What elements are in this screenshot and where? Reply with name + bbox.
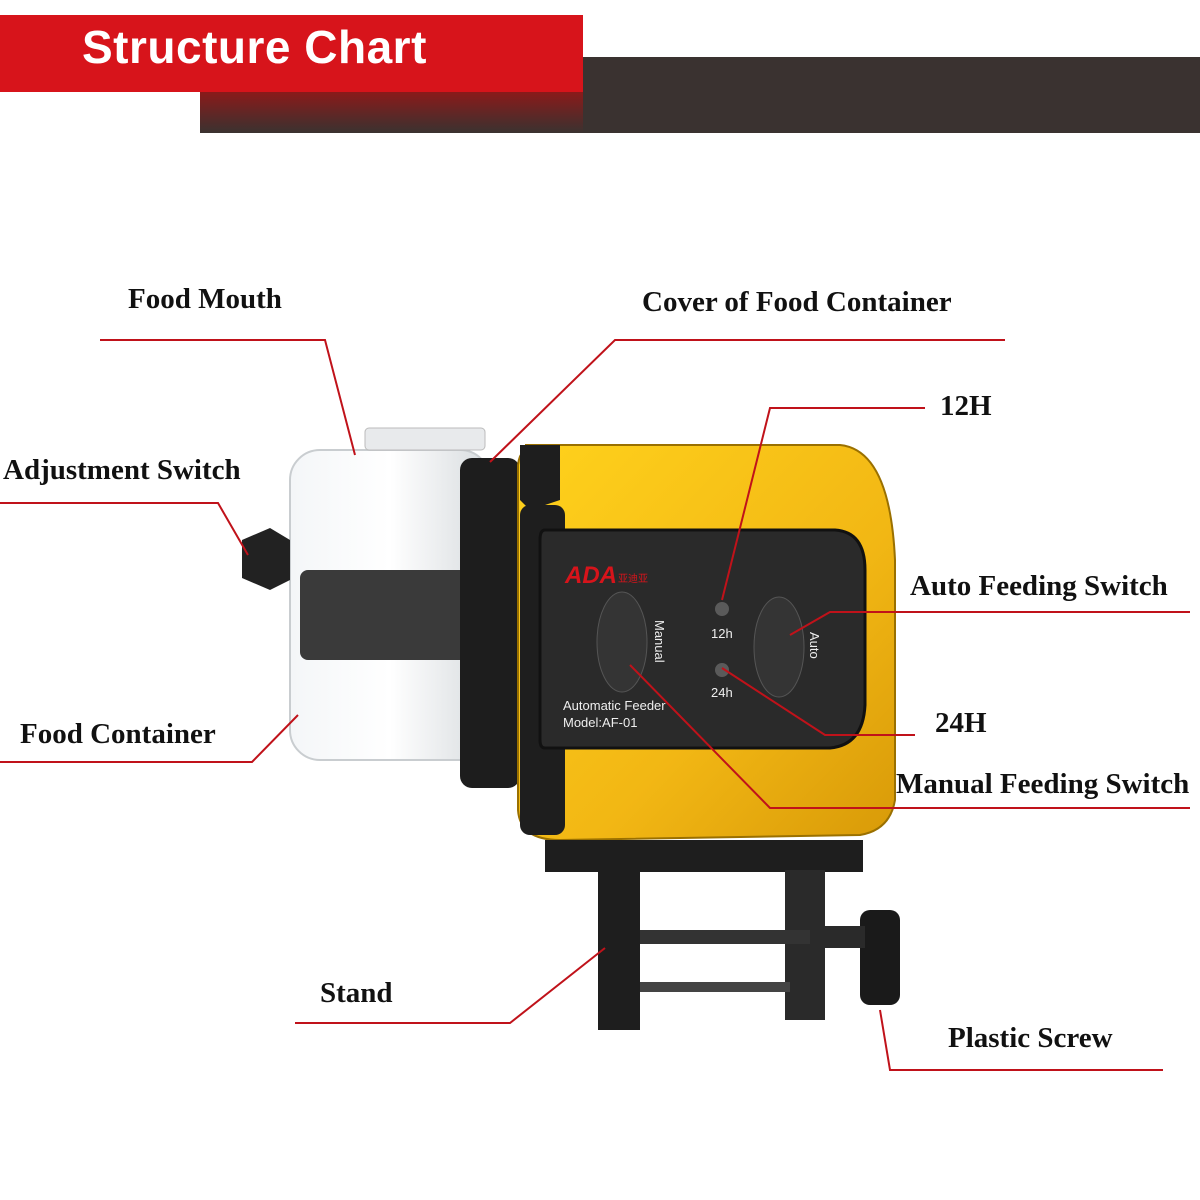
control-panel: ADA 亚迪亚 Manual Auto 12h 24h Automatic Fe…: [563, 562, 822, 730]
label-24h: 24H: [935, 707, 987, 739]
label-stand: Stand: [320, 977, 393, 1009]
brand-logo: ADA: [564, 562, 617, 589]
brand-logo-cn: 亚迪亚: [618, 573, 648, 585]
led-24h-label: 24h: [711, 685, 733, 700]
auto-feed-button[interactable]: [753, 596, 805, 698]
label-food-mouth: Food Mouth: [128, 283, 282, 315]
adjustment-switch-knob: [242, 528, 290, 590]
product-name: Automatic Feeder: [563, 698, 666, 713]
label-auto-feeding-switch: Auto Feeding Switch: [910, 570, 1168, 602]
label-plastic-screw: Plastic Screw: [948, 1022, 1113, 1054]
led-12h: [715, 602, 729, 616]
manual-feed-button[interactable]: [596, 591, 648, 693]
plastic-screw: [810, 910, 900, 1005]
label-food-container: Food Container: [20, 718, 216, 750]
header-accent-strip: [200, 92, 583, 133]
led-24h: [715, 663, 729, 677]
gear-ring: [460, 458, 520, 788]
feeder-body: [517, 444, 896, 842]
food-container: [289, 427, 491, 761]
auto-button-label: Auto: [807, 632, 822, 659]
leader-lines: [0, 339, 1190, 1071]
label-12h: 12H: [940, 390, 992, 422]
model-number: Model:AF-01: [563, 715, 637, 730]
label-cover: Cover of Food Container: [642, 286, 952, 318]
label-manual-feeding-switch: Manual Feeding Switch: [896, 768, 1190, 800]
led-12h-label: 12h: [711, 626, 733, 641]
header-red-banner: [0, 15, 583, 92]
page-title: Structure Chart: [82, 21, 427, 73]
manual-button-label: Manual: [652, 620, 667, 663]
label-adjustment-switch: Adjustment Switch: [3, 454, 241, 486]
